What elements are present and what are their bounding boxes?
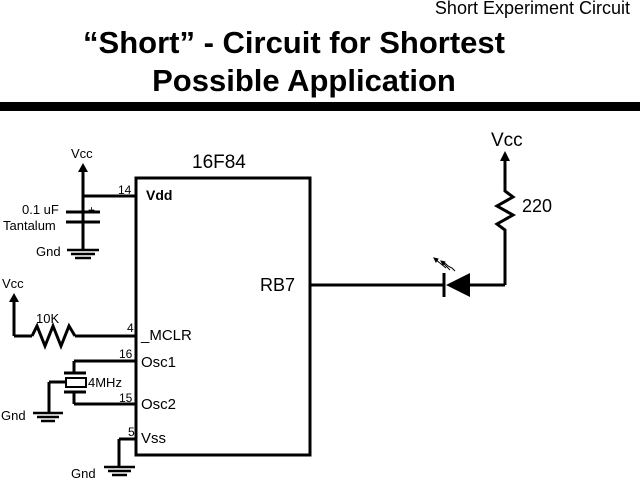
capacitor-type: Tantalum	[3, 218, 56, 233]
crystal-body	[65, 377, 87, 388]
vcc-arrow-icon	[78, 163, 88, 172]
resistor-10k	[30, 321, 77, 351]
pin-number-mclr: 4	[127, 321, 134, 335]
label-vcc-cap: Vcc	[71, 146, 93, 161]
vcc-arrow-icon	[500, 151, 510, 161]
resistor-220-value: 220	[522, 196, 552, 216]
crystal-value: 4MHz	[88, 375, 122, 390]
capacitor-value: 0.1 uF	[22, 202, 59, 217]
resistor-10k-value: 10K	[36, 311, 59, 326]
label-vcc-mclr: Vcc	[2, 276, 24, 291]
pin-number-vdd: 14	[118, 183, 132, 197]
ground-icon	[67, 248, 99, 260]
vcc-arrow-icon	[9, 293, 19, 302]
label-gnd-crystal: Gnd	[1, 408, 26, 423]
pin-label-mclr: _MCLR	[140, 327, 192, 344]
ground-icon	[104, 465, 135, 477]
pin-label-rb7: RB7	[260, 275, 295, 295]
pin-number-osc1: 16	[119, 347, 133, 361]
pin-number-osc2: 15	[119, 391, 133, 405]
pin-label-osc2: Osc2	[141, 396, 176, 413]
label-vcc-right: Vcc	[491, 130, 523, 151]
ground-icon	[33, 411, 63, 423]
pin-label-vss: Vss	[141, 430, 166, 447]
resistor-220	[493, 187, 517, 233]
slide-subtitle: Short Experiment Circuit	[434, 0, 630, 18]
slide-title-line1: “Short” - Circuit for Shortest	[83, 25, 505, 60]
pin-label-osc1: Osc1	[141, 354, 176, 371]
slide-title-line2: Possible Application	[152, 63, 456, 98]
led-icon	[446, 273, 470, 297]
chip-name: 16F84	[192, 152, 246, 173]
title-divider	[0, 102, 640, 111]
pin-number-vss: 5	[128, 425, 135, 439]
label-gnd-cap: Gnd	[36, 244, 61, 259]
pin-label-vdd: Vdd	[146, 187, 172, 203]
chip-16f84-body	[134, 176, 312, 457]
led-light-rays-icon	[433, 257, 456, 272]
capacitor-polarity: +	[88, 203, 95, 217]
label-gnd-vss: Gnd	[71, 466, 96, 480]
